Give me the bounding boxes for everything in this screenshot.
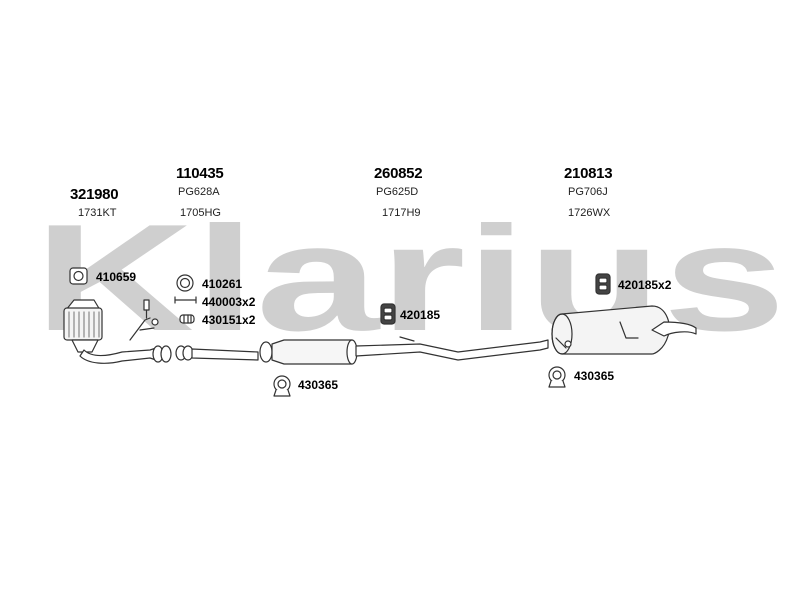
catalytic-converter bbox=[63, 299, 103, 353]
rear-silencer bbox=[551, 305, 697, 355]
ref-1717H9: 1717H9 bbox=[382, 207, 421, 219]
front-pipe bbox=[79, 317, 172, 364]
ref-1705HG: 1705HG bbox=[180, 207, 221, 219]
label-440003x2: 440003x2 bbox=[202, 295, 256, 309]
ring-gasket-icon bbox=[176, 274, 194, 292]
part-number-210813: 210813 bbox=[564, 165, 613, 182]
flex-joint bbox=[175, 345, 194, 361]
ref-1726WX: 1726WX bbox=[568, 207, 611, 219]
code-PG628A: PG628A bbox=[178, 186, 220, 198]
label-430365-rear: 430365 bbox=[574, 369, 615, 383]
clamp-icon bbox=[548, 366, 566, 388]
label-410261: 410261 bbox=[202, 277, 243, 291]
label-430151x2: 430151x2 bbox=[202, 313, 256, 327]
part-number-260852: 260852 bbox=[374, 165, 423, 182]
rubber-mount-icon bbox=[380, 303, 396, 325]
label-420185x2: 420185x2 bbox=[618, 278, 672, 292]
gasket-icon bbox=[69, 267, 88, 285]
intermediate-pipe bbox=[191, 348, 259, 361]
label-420185: 420185 bbox=[400, 308, 441, 322]
code-PG706J: PG706J bbox=[568, 186, 608, 198]
label-430365-front: 430365 bbox=[298, 378, 339, 392]
code-PG625D: PG625D bbox=[376, 186, 419, 198]
bolt-icon bbox=[174, 296, 197, 304]
part-number-321980: 321980 bbox=[70, 186, 119, 203]
middle-silencer bbox=[259, 336, 549, 365]
ref-1731KT: 1731KT bbox=[78, 207, 117, 219]
label-410659: 410659 bbox=[96, 270, 137, 284]
clamp-icon bbox=[273, 375, 291, 397]
spring-icon bbox=[179, 314, 195, 324]
lambda-sensor bbox=[143, 299, 159, 326]
rubber-mount-icon bbox=[595, 273, 611, 295]
part-number-110435: 110435 bbox=[176, 165, 224, 182]
